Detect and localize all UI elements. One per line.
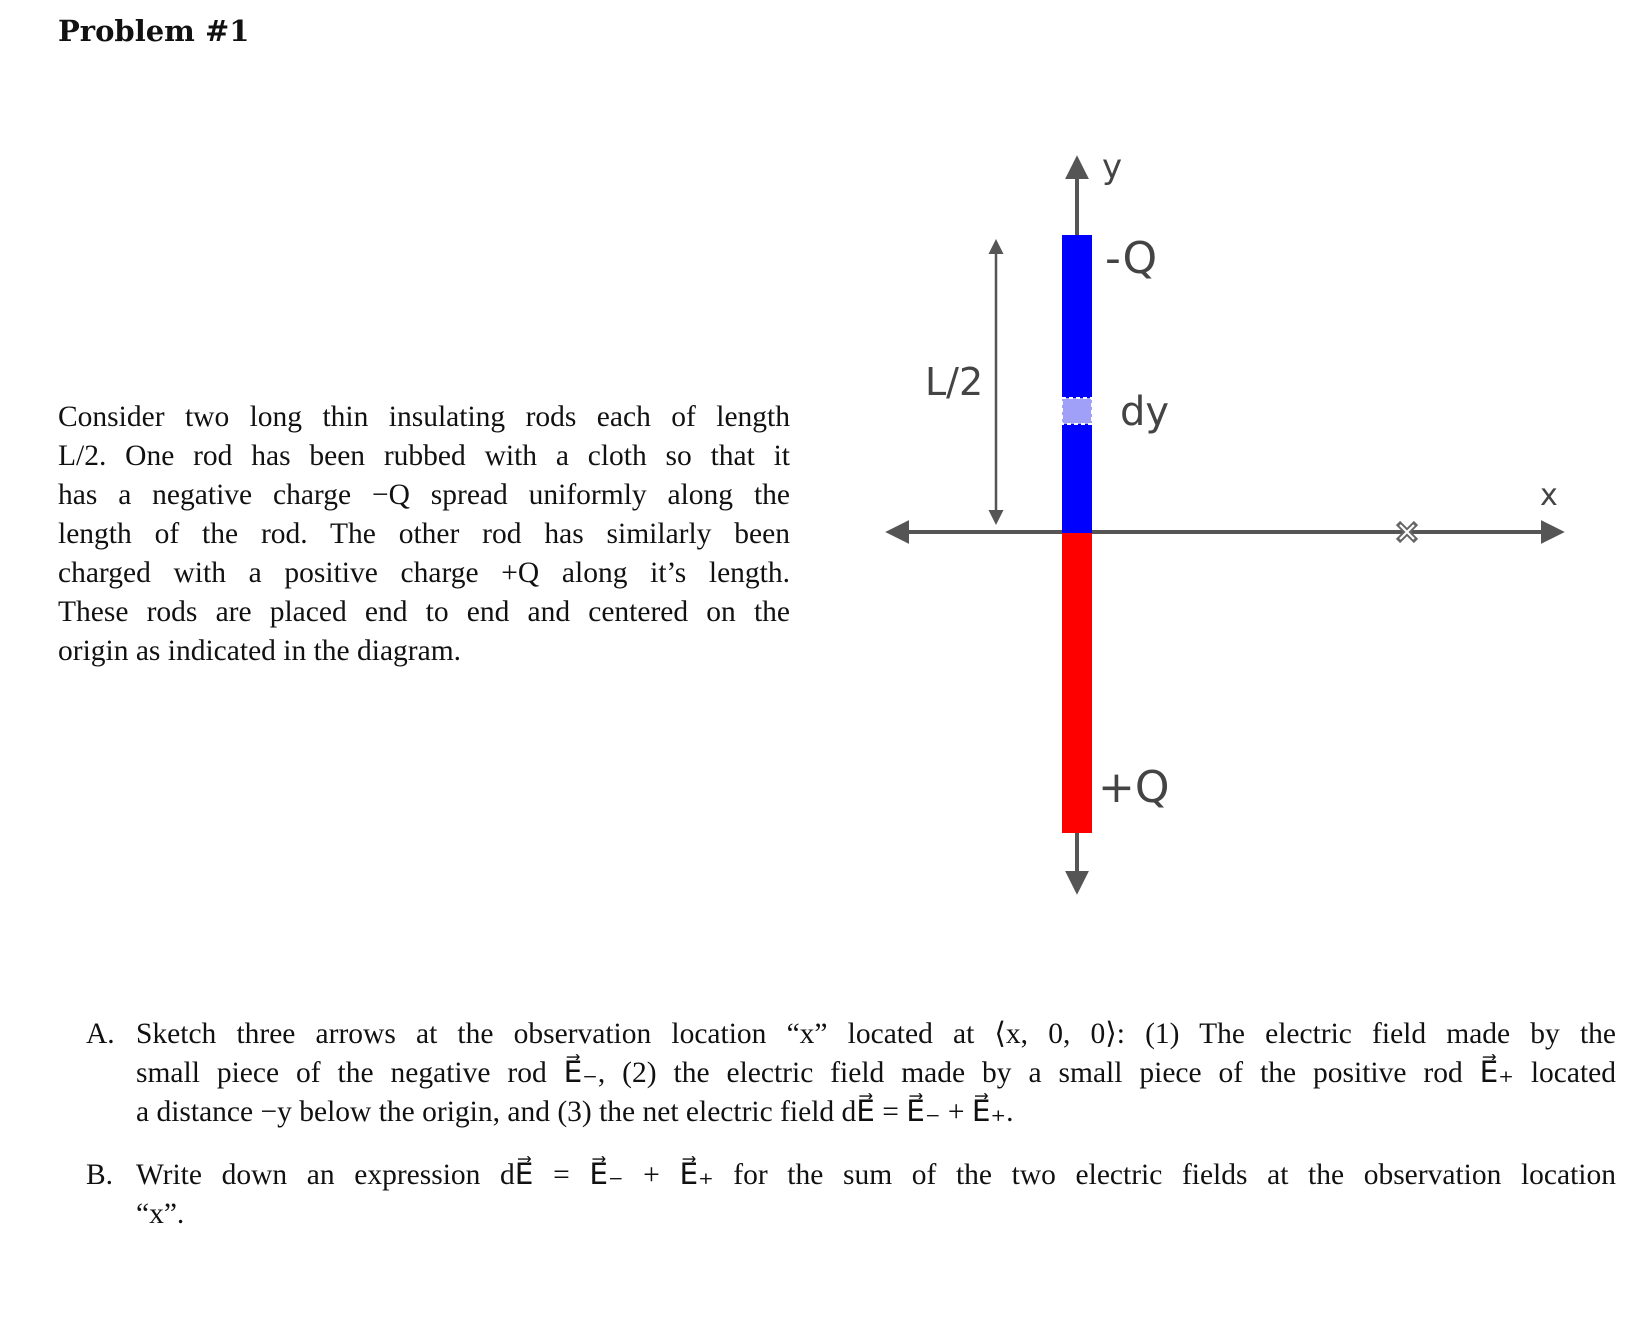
intro-line: L/2. One rod has been rubbed with a clot… xyxy=(58,440,790,472)
positive-rod xyxy=(1062,533,1092,833)
question-b: B. Write down an expression dE⃗ = E⃗₋ + … xyxy=(86,1156,1616,1234)
question-list: A. Sketch three arrows at the observatio… xyxy=(86,1015,1616,1258)
intro-line: charged with a positive charge +Q along … xyxy=(58,557,790,589)
intro-line: length of the rod. The other rod has sim… xyxy=(58,518,790,550)
question-line: “x”. xyxy=(136,1198,185,1230)
dy-element xyxy=(1061,397,1093,425)
question-line: Sketch three arrows at the observation l… xyxy=(136,1018,1616,1050)
x-axis-label: x xyxy=(1540,478,1558,513)
problem-description: Consider two long thin insulating rods e… xyxy=(58,398,790,671)
question-marker: A. xyxy=(86,1018,115,1050)
intro-line: origin as indicated in the diagram. xyxy=(58,635,462,667)
negative-charge-label: -Q xyxy=(1105,233,1157,284)
question-line: a distance −y below the origin, and (3) … xyxy=(136,1096,1014,1128)
question-line: small piece of the negative rod E⃗₋, (2)… xyxy=(136,1057,1616,1089)
x-mark-icon xyxy=(1395,520,1419,544)
negative-rod xyxy=(1062,235,1092,533)
intro-line: These rods are placed end to end and cen… xyxy=(58,596,790,628)
intro-line: has a negative charge −Q spread uniforml… xyxy=(58,479,790,511)
length-label: L/2 xyxy=(925,360,983,404)
rod-diagram: x y -Q dy +Q L/2 xyxy=(885,147,1565,895)
question-a: A. Sketch three arrows at the observatio… xyxy=(86,1015,1616,1132)
intro-line: Consider two long thin insulating rods e… xyxy=(58,401,790,433)
element-label: dy xyxy=(1120,389,1169,435)
y-axis-label: y xyxy=(1102,147,1122,187)
positive-charge-label: +Q xyxy=(1098,762,1170,813)
question-line: Write down an expression dE⃗ = E⃗₋ + E⃗₊… xyxy=(136,1159,1616,1191)
question-marker: B. xyxy=(86,1159,114,1191)
problem-title: Problem #1 xyxy=(58,14,250,48)
